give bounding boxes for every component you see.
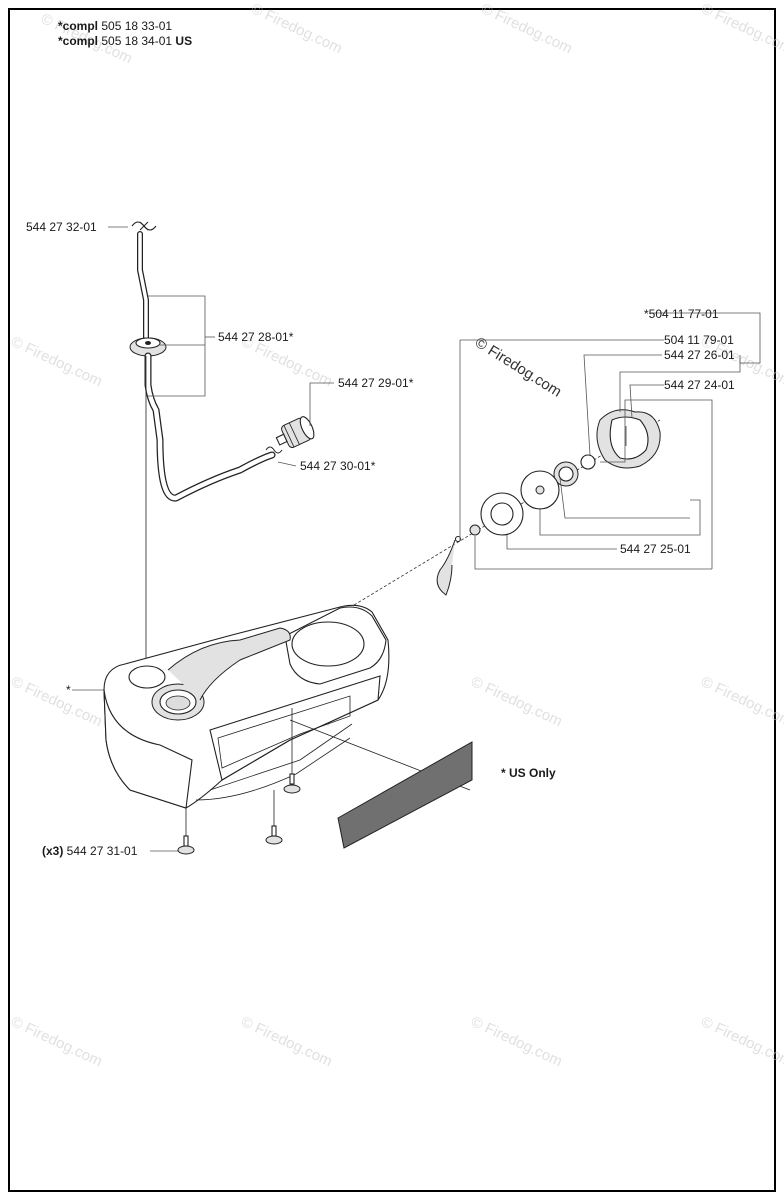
compl-label: *compl [58, 34, 98, 48]
part-label-544-27-24-01: 544 27 24-01 [664, 378, 735, 392]
compl-label: *compl [58, 19, 98, 33]
watermark: © Firedog.com [478, 0, 575, 57]
watermark: © Firedog.com [698, 0, 784, 57]
compl-number-2: 505 18 34-01 [98, 34, 175, 48]
part-label-504-11-77-01: *504 11 77-01 [644, 307, 719, 321]
tether-nut [469, 524, 481, 536]
watermark: © Firedog.com [238, 1013, 335, 1070]
watermark-center: © Firedog.com [472, 334, 565, 401]
us-only-label: * US Only [501, 766, 556, 780]
watermark: © Firedog.com [468, 1013, 565, 1070]
part-label-544-27-32-01: 544 27 32-01 [26, 220, 97, 234]
part-label-544-27-29-01: 544 27 29-01* [338, 376, 414, 390]
watermark: © Firedog.com [8, 1013, 105, 1070]
fuel-tank [103, 604, 390, 809]
diagram-frame [8, 8, 776, 1192]
us-only-decal [337, 741, 473, 849]
us-suffix: US [175, 34, 192, 48]
leader-lines-right [459, 312, 761, 570]
fuel-cap-assembly [229, 409, 661, 681]
part-label-544-27-28-01: 544 27 28-01* [218, 330, 294, 344]
tank-star-label: * [66, 683, 71, 697]
hose-clip-small [265, 446, 283, 454]
part-label-544-27-25-01: 544 27 25-01 [620, 542, 691, 556]
mounting-stud [265, 835, 283, 845]
leader-lines-left [72, 226, 334, 852]
part-number-544-27-31-01: 544 27 31-01 [63, 844, 137, 858]
watermark: © Firedog.com [698, 673, 784, 730]
compl-number-1: 505 18 33-01 [98, 19, 172, 33]
cap-tether [436, 539, 456, 596]
tank-fill-opening [128, 665, 166, 689]
mounting-studs [177, 708, 471, 855]
part-label-504-11-79-01: 504 11 79-01 [664, 333, 734, 347]
mounting-stud [177, 845, 195, 855]
watermark: © Firedog.com [8, 333, 105, 390]
watermark: © Firedog.com [698, 1013, 784, 1070]
fuel-hose-assembly [129, 221, 315, 680]
fuel-filter [275, 416, 315, 448]
part-label-544-27-30-01: 544 27 30-01* [300, 459, 376, 473]
mounting-stud [283, 784, 301, 794]
cap-retainer [580, 454, 596, 470]
fuel-cap [596, 409, 661, 469]
part-label-544-27-31-01: (x3) 544 27 31-01 [42, 844, 138, 858]
header-line-1: *compl 505 18 33-01 [58, 19, 172, 33]
tank-oil-opening [291, 621, 365, 667]
watermark: © Firedog.com [248, 0, 345, 57]
qty-prefix: (x3) [42, 844, 63, 858]
watermark: © Firedog.com [468, 673, 565, 730]
watermark: © Firedog.com [8, 673, 105, 730]
header-line-2: *compl 505 18 34-01 US [58, 34, 192, 48]
part-label-544-27-26-01: 544 27 26-01 [664, 348, 735, 362]
